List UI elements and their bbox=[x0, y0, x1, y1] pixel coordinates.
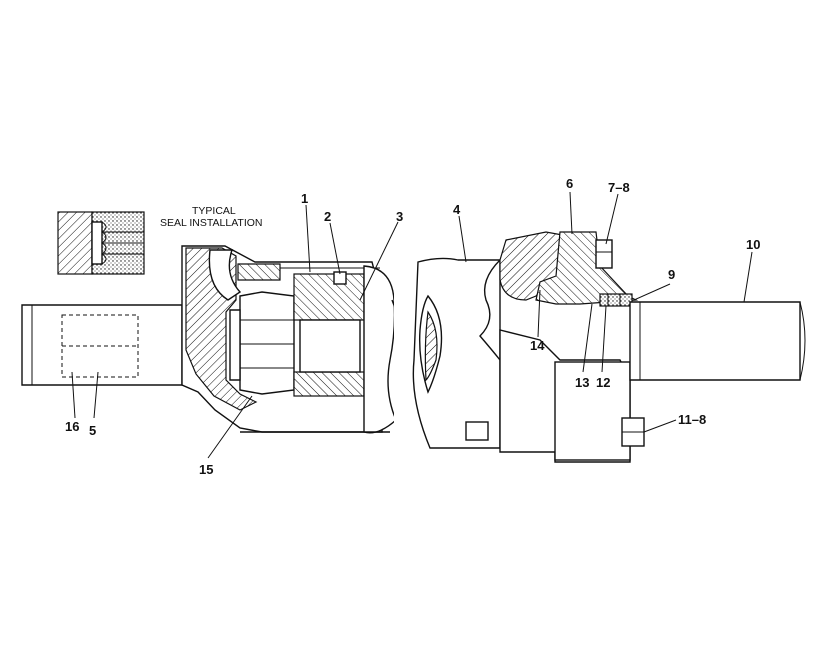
callout-3: 3 bbox=[396, 209, 403, 224]
callout-13: 13 bbox=[575, 375, 589, 390]
shaft-tube bbox=[240, 257, 501, 449]
callout-labels: 1 2 3 4 5 6 7–8 9 10 11–8 12 13 14 15 16 bbox=[65, 176, 760, 477]
caption-line-1: TYPICAL bbox=[192, 205, 236, 217]
leader-lines bbox=[71, 191, 753, 459]
callout-9: 9 bbox=[668, 267, 675, 282]
seal-installation-inset bbox=[57, 211, 145, 275]
callout-14: 14 bbox=[530, 338, 545, 353]
callout-4: 4 bbox=[453, 202, 461, 217]
caption-line-2: SEAL INSTALLATION bbox=[160, 217, 263, 229]
callout-12: 12 bbox=[596, 375, 610, 390]
callout-16: 16 bbox=[65, 419, 79, 434]
right-flange-yoke bbox=[465, 231, 806, 463]
callout-15: 15 bbox=[199, 462, 213, 477]
callout-1: 1 bbox=[301, 191, 308, 206]
callout-10: 10 bbox=[746, 237, 760, 252]
callout-5: 5 bbox=[89, 423, 96, 438]
callout-2: 2 bbox=[324, 209, 331, 224]
callout-11-8: 11–8 bbox=[678, 412, 706, 427]
callout-7-8: 7–8 bbox=[608, 180, 630, 195]
callout-6: 6 bbox=[566, 176, 573, 191]
left-yoke-assembly bbox=[21, 245, 408, 434]
